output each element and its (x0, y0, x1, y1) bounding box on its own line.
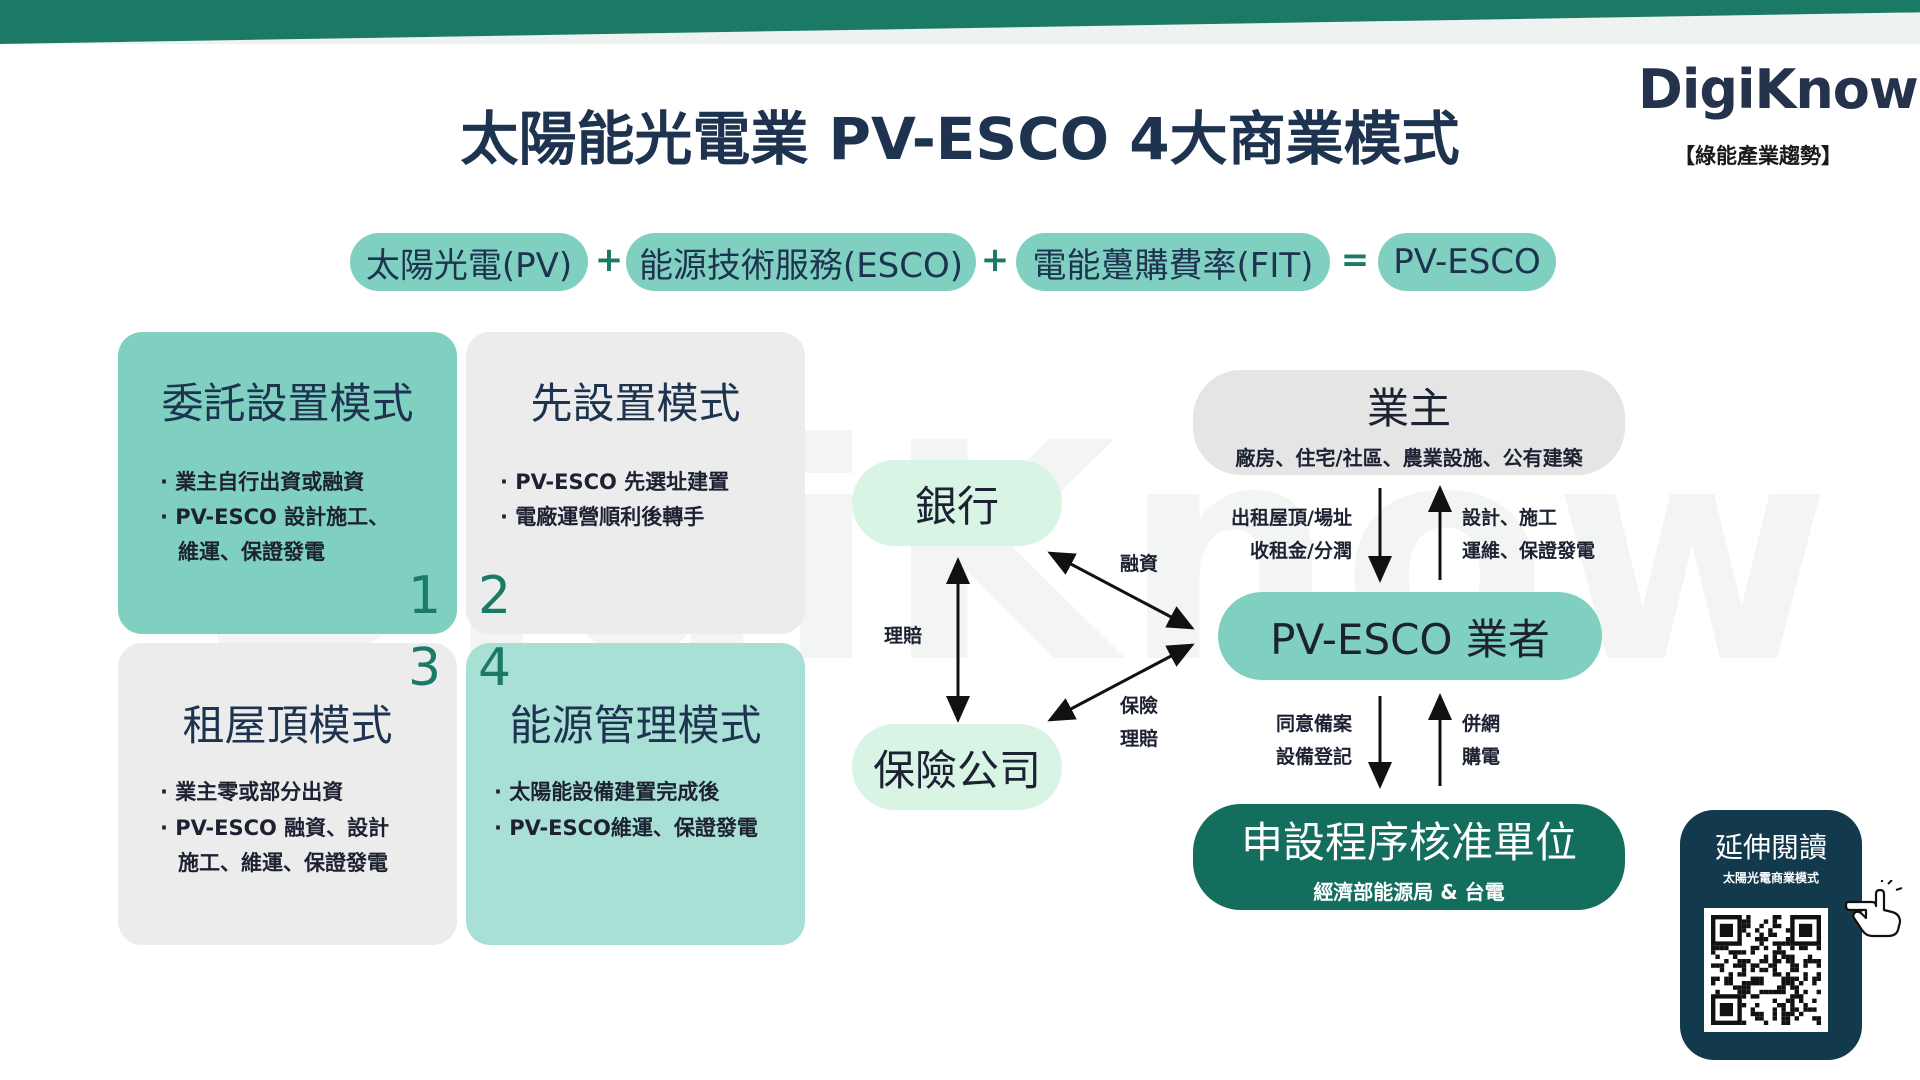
edge-esco-to-authority-line-2: 設備登記 (1275, 746, 1352, 768)
model-2-number: 2 (478, 566, 512, 626)
insurer-title: 保險公司 (872, 745, 1041, 795)
bank-title: 銀行 (914, 481, 999, 531)
model-1-point-1: · 業主自行出資或融資 (160, 470, 365, 494)
edge-owner-to-esco-line-2: 收租金/分潤 (1250, 540, 1352, 562)
edge-owner-to-esco-line-1: 出租屋頂/場址 (1231, 507, 1352, 529)
qr-code[interactable] (1704, 908, 1828, 1032)
model-1-title: 委託設置模式 (161, 379, 414, 428)
node-pv-esco: PV-ESCO 業者 (1218, 592, 1602, 680)
pointing-hand-icon (1842, 878, 1906, 938)
page-title: 太陽能光電業 PV-ESCO 4大商業模式 (460, 105, 1460, 173)
authority-subtitle: 經濟部能源局 & 台電 (1313, 880, 1505, 904)
formula-equals: = (1340, 240, 1370, 280)
formula-term-pv: 太陽光電(PV) (350, 233, 588, 291)
model-4-number: 4 (478, 638, 512, 698)
model-4-point-1: · 太陽能設備建置完成後 (494, 780, 720, 804)
authority-title: 申設程序核准單位 (1240, 818, 1577, 867)
edge-authority-to-esco-line-2: 購電 (1462, 746, 1501, 768)
pv-esco-title: PV-ESCO 業者 (1270, 614, 1550, 664)
model-3-title: 租屋頂模式 (182, 701, 393, 750)
formula-plus-1: + (594, 240, 624, 280)
model-2-title: 先設置模式 (530, 379, 741, 428)
model-card-2 (466, 332, 805, 634)
edge-bank-esco-label: 融資 (1120, 553, 1159, 575)
edge-bank-insurer-label: 理賠 (884, 625, 923, 647)
edge-insurer-esco-line-1: 保險 (1120, 695, 1159, 717)
model-card-1 (118, 332, 457, 634)
node-bank: 銀行 (852, 460, 1062, 546)
model-1-number: 1 (408, 566, 442, 626)
arrow-insurer-esco (1047, 643, 1195, 722)
node-insurer: 保險公司 (852, 724, 1062, 810)
edge-esco-to-owner-line-2: 運維、保證發電 (1462, 540, 1596, 562)
formula-result: PV-ESCO (1378, 233, 1556, 291)
model-card-4 (466, 643, 805, 945)
brand-tagline: 【綠能產業趨勢】 (1674, 144, 1842, 168)
model-2-point-2: · 電廠運營順利後轉手 (500, 505, 705, 529)
edge-authority-to-esco-line-1: 併網 (1462, 713, 1501, 735)
arrow-bank-esco (1047, 551, 1195, 630)
brand-logo[interactable]: DigiKnow (1638, 58, 1919, 121)
owner-title: 業主 (1366, 383, 1451, 433)
formula-term-esco: 能源技術服務(ESCO) (626, 233, 976, 291)
formula-term-fit: 電能躉購費率(FIT) (1016, 233, 1330, 291)
model-4-point-2: · PV-ESCO維運、保證發電 (494, 816, 758, 840)
node-authority: 申設程序核准單位 經濟部能源局 & 台電 (1193, 804, 1625, 910)
edge-esco-to-authority-line-1: 同意備案 (1275, 713, 1352, 735)
model-4-title: 能源管理模式 (509, 701, 762, 750)
model-3-point-2: · PV-ESCO 融資、設計 (160, 816, 390, 840)
model-3-point-3: 施工、維運、保證發電 (178, 851, 388, 875)
model-2-point-1: · PV-ESCO 先選址建置 (500, 470, 730, 494)
model-1-point-3: 維運、保證發電 (178, 540, 325, 564)
owner-subtitle: 廠房、住宅/社區、農業設施、公有建築 (1235, 445, 1583, 470)
further-reading-title: 延伸閱讀 (1714, 831, 1827, 864)
model-3-number: 3 (408, 638, 442, 698)
model-3-point-1: · 業主零或部分出資 (160, 780, 344, 804)
node-owner: 業主 廠房、住宅/社區、農業設施、公有建築 (1193, 370, 1625, 475)
edge-insurer-esco-line-2: 理賠 (1120, 728, 1159, 750)
model-1-point-2: · PV-ESCO 設計施工、 (160, 505, 390, 529)
further-reading-subtitle: 太陽光電商業模式 (1722, 871, 1819, 885)
model-card-3 (118, 643, 457, 945)
edge-esco-to-owner-line-1: 設計、施工 (1462, 507, 1558, 529)
formula-plus-2: + (980, 240, 1010, 280)
